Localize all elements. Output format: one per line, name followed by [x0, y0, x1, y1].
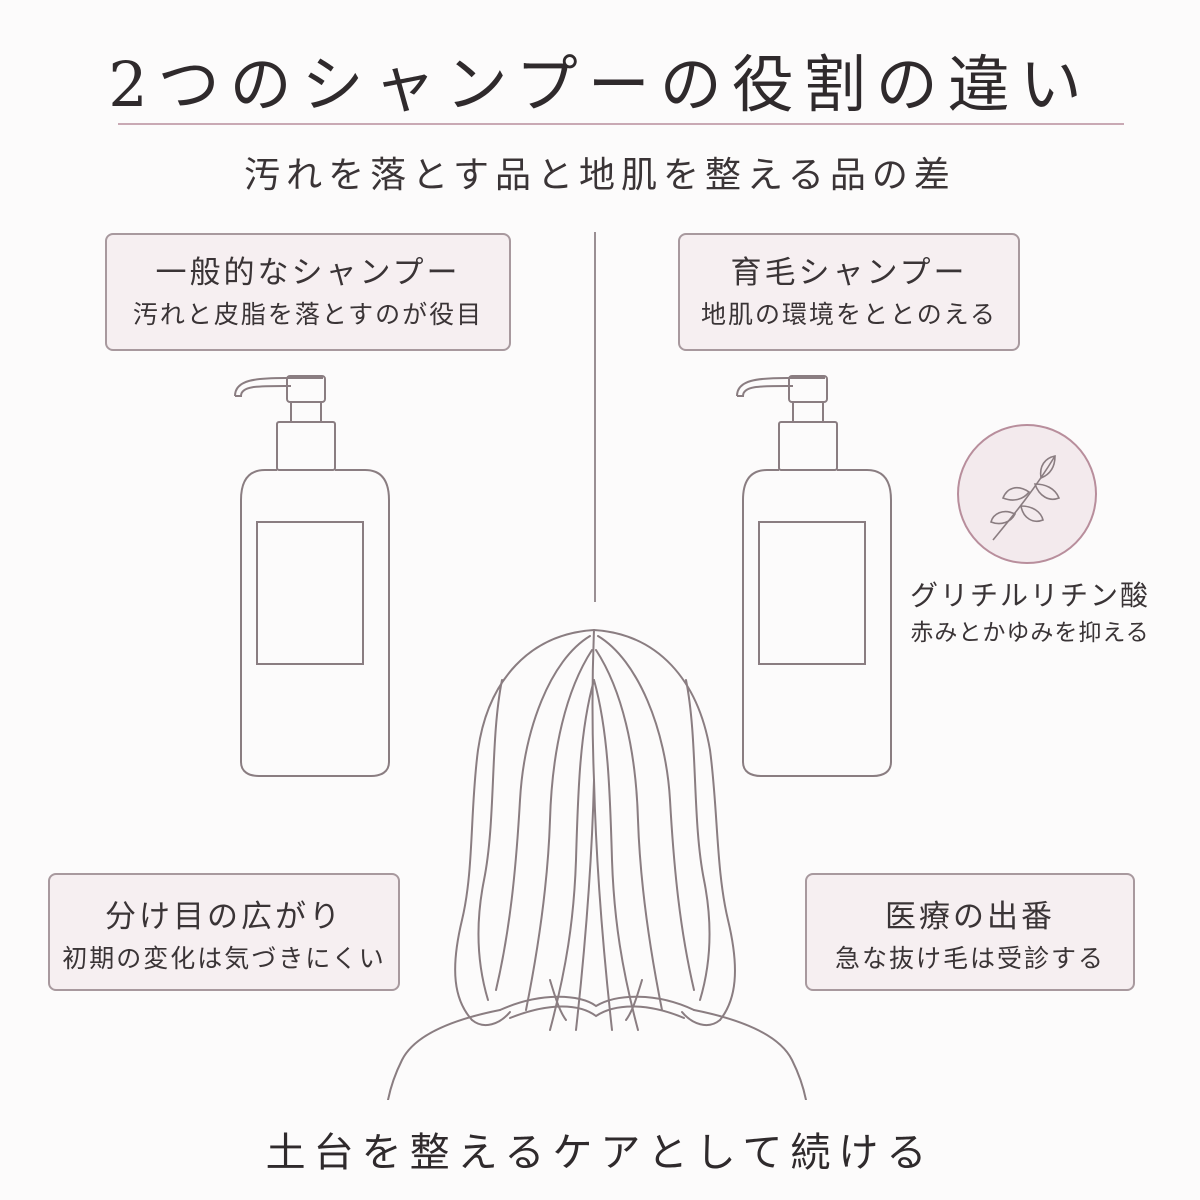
general-shampoo-box: 一般的なシャンプー 汚れと皮脂を落とすのが役目: [105, 233, 511, 351]
growth-shampoo-heading: 育毛シャンプー: [730, 255, 968, 291]
parting-heading: 分け目の広がり: [105, 899, 343, 935]
medical-heading: 医療の出番: [885, 899, 1055, 935]
growth-shampoo-text: 地肌の環境をととのえる: [700, 300, 997, 329]
center-divider: [594, 232, 596, 602]
woman-back-hair-icon: [387, 629, 807, 1100]
general-shampoo-text: 汚れと皮脂を落とすのが役目: [132, 300, 484, 329]
title-divider: [118, 123, 1124, 125]
ingredient-effect: 赤みとかゆみを抑える: [910, 620, 1150, 646]
page-subtitle: 汚れを落とす品と地肌を整える品の差: [244, 155, 956, 196]
page-title: 2つのシャンプーの役割の違い: [108, 48, 1092, 121]
growth-shampoo-box: 育毛シャンプー 地肌の環境をととのえる: [678, 233, 1020, 351]
medical-text: 急な抜け毛は受診する: [834, 944, 1105, 973]
medical-box: 医療の出番 急な抜け毛は受診する: [805, 873, 1135, 991]
general-shampoo-heading: 一般的なシャンプー: [155, 255, 461, 291]
ingredient-name: グリチルリチン酸: [909, 579, 1150, 612]
parting-text: 初期の変化は気づきにくい: [62, 944, 386, 973]
ingredient-note: グリチルリチン酸 赤みとかゆみを抑える: [905, 576, 1155, 650]
pump-bottle-icon: [736, 375, 892, 777]
footer-caption: 土台を整えるケアとして続ける: [265, 1130, 935, 1176]
leaf-icon: [957, 424, 1097, 564]
pump-bottle-icon: [234, 375, 390, 777]
parting-box: 分け目の広がり 初期の変化は気づきにくい: [48, 873, 400, 991]
